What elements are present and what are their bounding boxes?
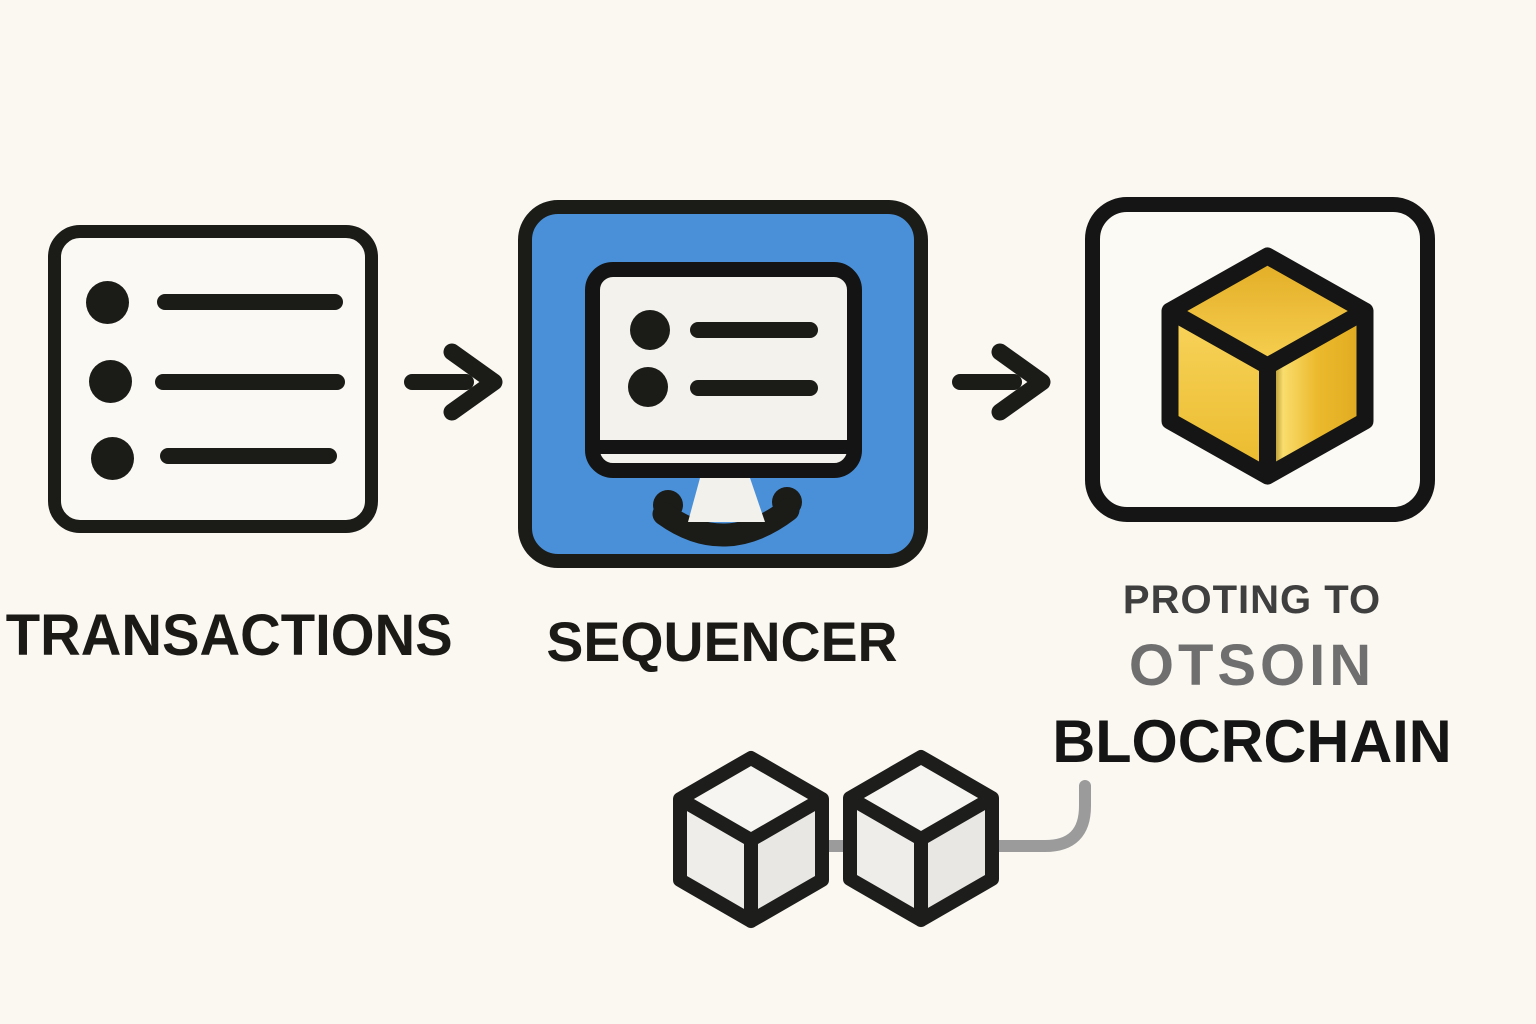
bullet-icon	[630, 310, 670, 350]
posting-label-line2: OTSOIN	[1128, 633, 1376, 698]
gold-cube-icon	[1161, 247, 1374, 485]
arrow-right-icon	[404, 343, 503, 421]
list-line	[160, 448, 337, 464]
sequencer-label: SEQUENCER	[546, 610, 898, 673]
bullet-icon	[628, 367, 668, 407]
arrow-right-icon	[952, 343, 1051, 421]
chain-cube	[673, 751, 829, 928]
transactions-label: TRANSACTIONS	[5, 603, 453, 668]
monitor-bezel-bar	[600, 440, 847, 454]
bullet-icon	[91, 437, 134, 480]
list-line	[157, 294, 343, 310]
monitor-icon	[585, 262, 862, 478]
posting-label-line3: BLOCRCHAIN	[1052, 708, 1452, 775]
monitor-stand	[652, 478, 802, 547]
list-line	[690, 322, 818, 338]
chain-cube	[843, 750, 999, 927]
transactions-box	[48, 225, 378, 533]
linked-cubes-icon	[673, 750, 1091, 928]
posting-label: PROTING TO OTSOIN BLOCRCHAIN	[1030, 580, 1474, 772]
bullet-icon	[89, 360, 132, 403]
list-line	[690, 380, 818, 396]
posting-label-line1: PROTING TO	[1122, 578, 1382, 622]
bullet-icon	[86, 281, 129, 324]
chain-link-line	[774, 780, 1091, 852]
list-line	[155, 374, 345, 390]
